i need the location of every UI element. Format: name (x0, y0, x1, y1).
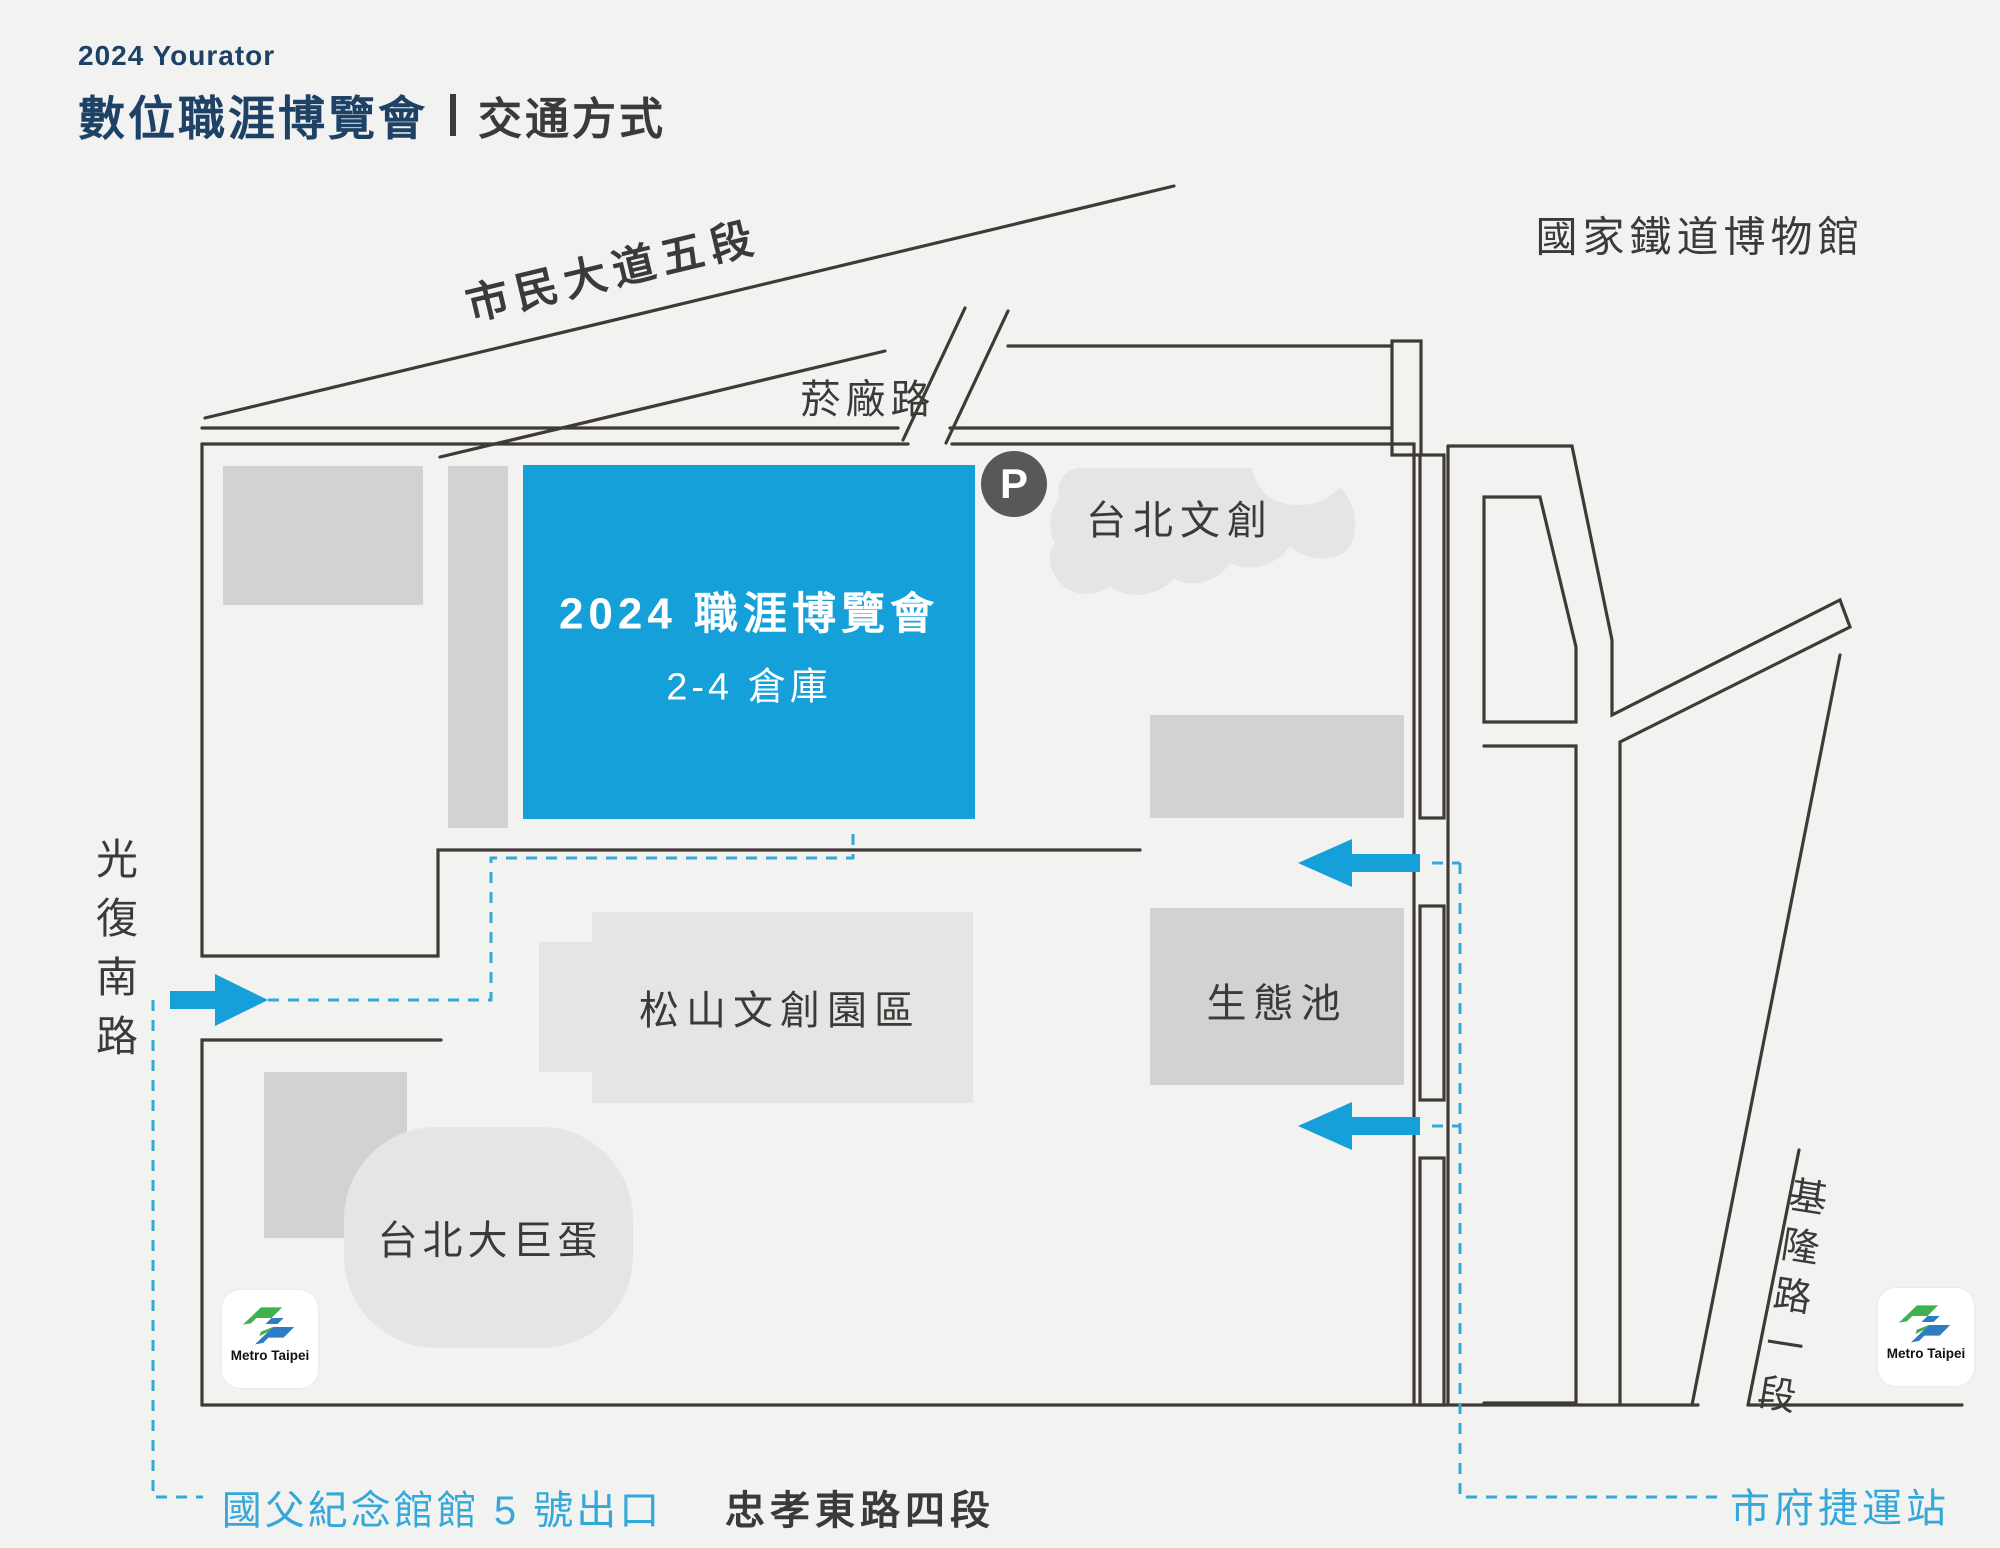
venue-building-fill (523, 465, 975, 819)
arrow-right-icon (170, 974, 268, 1026)
metro-taipei-icon (1898, 1305, 1951, 1343)
civic-blvd-top-line (203, 184, 1176, 420)
parking-icon: P (981, 451, 1047, 517)
road-label-zhongxiao: 忠孝東路四段 (725, 1489, 995, 1533)
median-strip-2 (1418, 904, 1446, 1102)
route-arrows (170, 839, 1420, 1150)
road-lines (200, 184, 1964, 1407)
eco-pond-fill (1150, 908, 1404, 1085)
keelung-left-line (1690, 653, 1842, 1407)
venue-label: 2024 職涯博覽會 2-4 倉庫 (559, 578, 939, 711)
arrow-left-lower-icon (1298, 1102, 1420, 1150)
fork-slip-left-line (901, 306, 967, 442)
songshan-park-fill-wing (539, 942, 594, 1072)
page-subtitle: 交通方式 (478, 94, 666, 144)
metro-taipei-logo-right: Metro Taipei (1878, 1288, 1974, 1386)
taipei-dome-fill (344, 1127, 633, 1348)
venue-label-line2: 2-4 倉庫 (666, 666, 832, 709)
metro-taipei-logo-left: Metro Taipei (222, 1290, 318, 1388)
page-header: 2024 Yourator 數位職涯博覽會 交通方式 (78, 40, 666, 149)
east-inner-block-upper (1482, 495, 1578, 724)
campus-block-left-notch (200, 442, 1142, 958)
median-strip-3 (1418, 1156, 1446, 1407)
title-year-brand: 2024 Yourator (78, 40, 276, 71)
transit-label-srys-exit: 國父紀念館館 5 號出口 (221, 1489, 663, 1533)
place-label-taipei-dome: 台北大巨蛋 (377, 1219, 603, 1263)
keelung-right-line (1746, 1148, 1801, 1407)
east-inner-block-lower (1482, 744, 1578, 1405)
title-separator (450, 93, 456, 136)
walking-routes (151, 834, 1722, 1499)
east-road-outline (1446, 444, 1852, 1405)
transit-label-city-hall-station: 市府捷運站 (1730, 1487, 1950, 1531)
east-building (1150, 715, 1404, 818)
metro-taipei-label: Metro Taipei (230, 1348, 310, 1363)
page-title: 數位職涯博覽會 (78, 92, 428, 145)
venue-label-line1: 2024 職涯博覽會 (558, 589, 940, 639)
yanchang-end-island (1390, 339, 1423, 457)
place-label-railway-museum: 國家鐵道博物館 (1535, 213, 1865, 261)
campus-block-top-right (200, 442, 1416, 1405)
road-label-guangfu: 光復南路 (90, 837, 138, 1073)
civic-blvd-bottom-line (438, 349, 887, 459)
warehouse-building-2 (448, 466, 508, 828)
median-strip-1 (1418, 453, 1446, 820)
dome-block-outline (200, 1038, 443, 1407)
warehouse-building-1 (223, 466, 423, 605)
fork-slip-right-line (944, 309, 1010, 445)
taipei-new-horizon-fill (1049, 468, 1356, 595)
metro-taipei-icon (242, 1307, 295, 1345)
building-fills (223, 465, 1404, 1348)
route-to-venue (268, 834, 855, 1002)
arrow-left-upper-icon (1298, 839, 1420, 887)
metro-taipei-label: Metro Taipei (1886, 1346, 1966, 1361)
place-label-songshan-park: 松山文創園區 (639, 989, 921, 1033)
place-label-eco-pond: 生態池 (1206, 982, 1348, 1026)
route-srys-exit (151, 1000, 203, 1499)
route-city-hall (1432, 861, 1722, 1499)
road-label-yanchang: 菸廠路 (800, 378, 936, 422)
songshan-park-fill-main (592, 912, 973, 1103)
place-label-taipei-new-horizon: 台北文創 (1086, 499, 1274, 543)
